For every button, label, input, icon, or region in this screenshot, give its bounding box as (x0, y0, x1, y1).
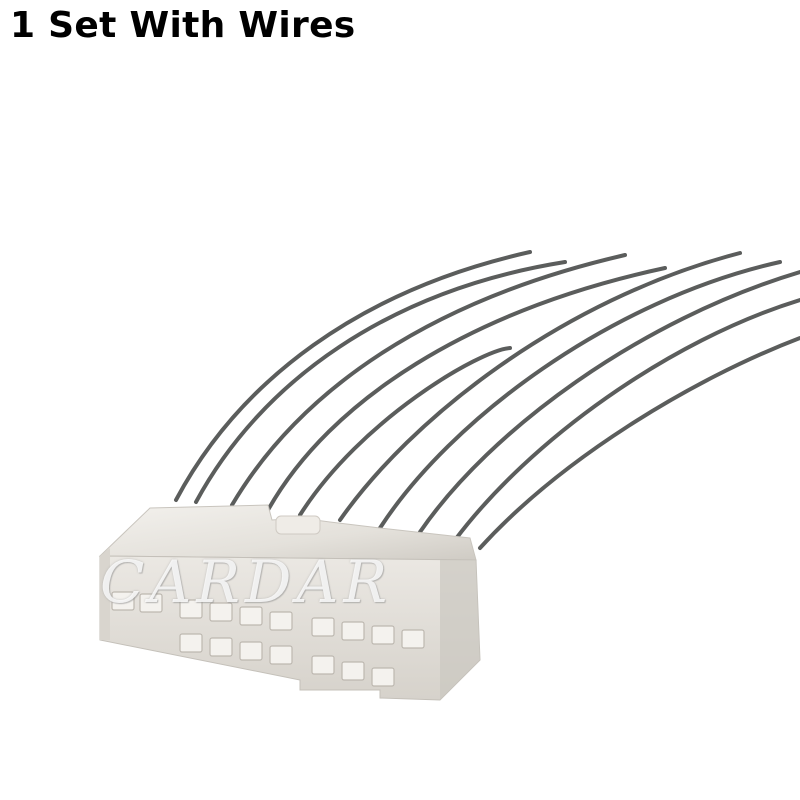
wire (453, 298, 800, 542)
wire (266, 266, 667, 512)
connector-housing (98, 504, 481, 701)
wire (174, 250, 532, 502)
wire (194, 260, 567, 504)
wire (418, 270, 800, 534)
wire (298, 346, 512, 517)
wire (478, 336, 800, 550)
wire (378, 260, 782, 530)
wire (230, 253, 627, 507)
watermark: CARDAR (100, 548, 392, 616)
wire-bundle (174, 250, 800, 550)
product-caption: 1 Set With Wires (10, 5, 356, 46)
wire (338, 251, 742, 522)
